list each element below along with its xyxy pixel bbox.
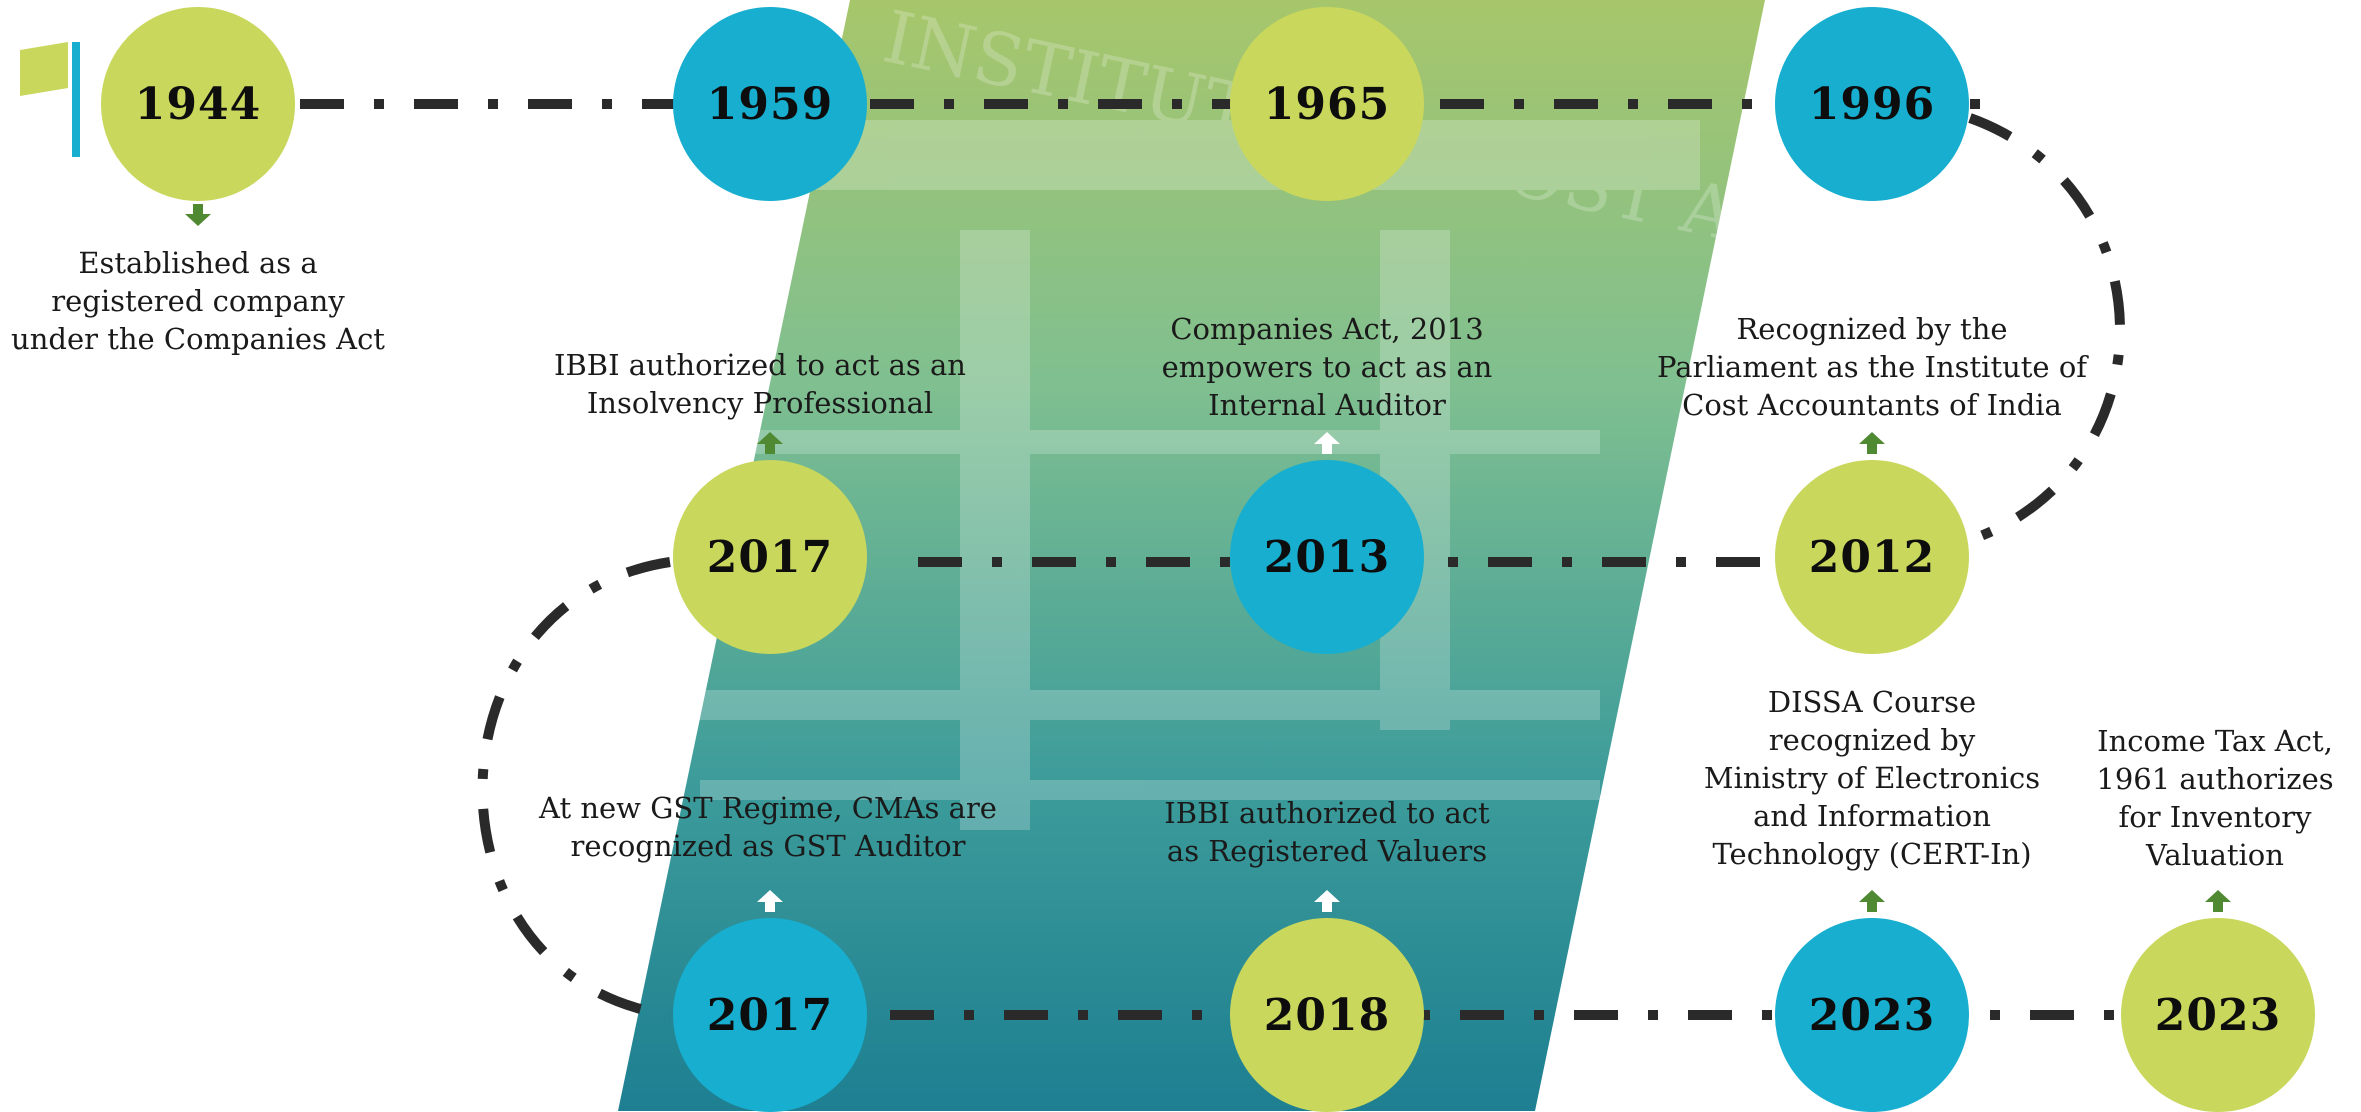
flag-icon bbox=[20, 42, 80, 157]
year-circle-1959: 1959 bbox=[673, 7, 867, 201]
year-circle-1944: 1944 bbox=[101, 7, 295, 201]
year-circle-1996: 1996 bbox=[1775, 7, 1969, 201]
arrow-up-icon bbox=[2205, 890, 2231, 912]
arrow-up-icon bbox=[757, 432, 783, 454]
year-circle-2023: 2023 bbox=[2121, 918, 2315, 1112]
year-circle-2023: 2023 bbox=[1775, 918, 1969, 1112]
arrow-up-icon bbox=[1314, 890, 1340, 912]
arrow-up-icon bbox=[1314, 432, 1340, 454]
year-circle-1965: 1965 bbox=[1230, 7, 1424, 201]
year-circle-2013: 2013 bbox=[1230, 460, 1424, 654]
year-circle-2018: 2018 bbox=[1230, 918, 1424, 1112]
year-circle-2012: 2012 bbox=[1775, 460, 1969, 654]
year-circle-2017: 2017 bbox=[673, 918, 867, 1112]
arrow-up-icon bbox=[1859, 432, 1885, 454]
arrow-up-icon bbox=[757, 890, 783, 912]
connector-segment bbox=[1968, 113, 2125, 545]
arrow-down-icon bbox=[185, 204, 211, 226]
arrow-up-icon bbox=[1859, 890, 1885, 912]
year-circle-2017: 2017 bbox=[673, 460, 867, 654]
photo-band bbox=[618, 0, 1765, 1111]
